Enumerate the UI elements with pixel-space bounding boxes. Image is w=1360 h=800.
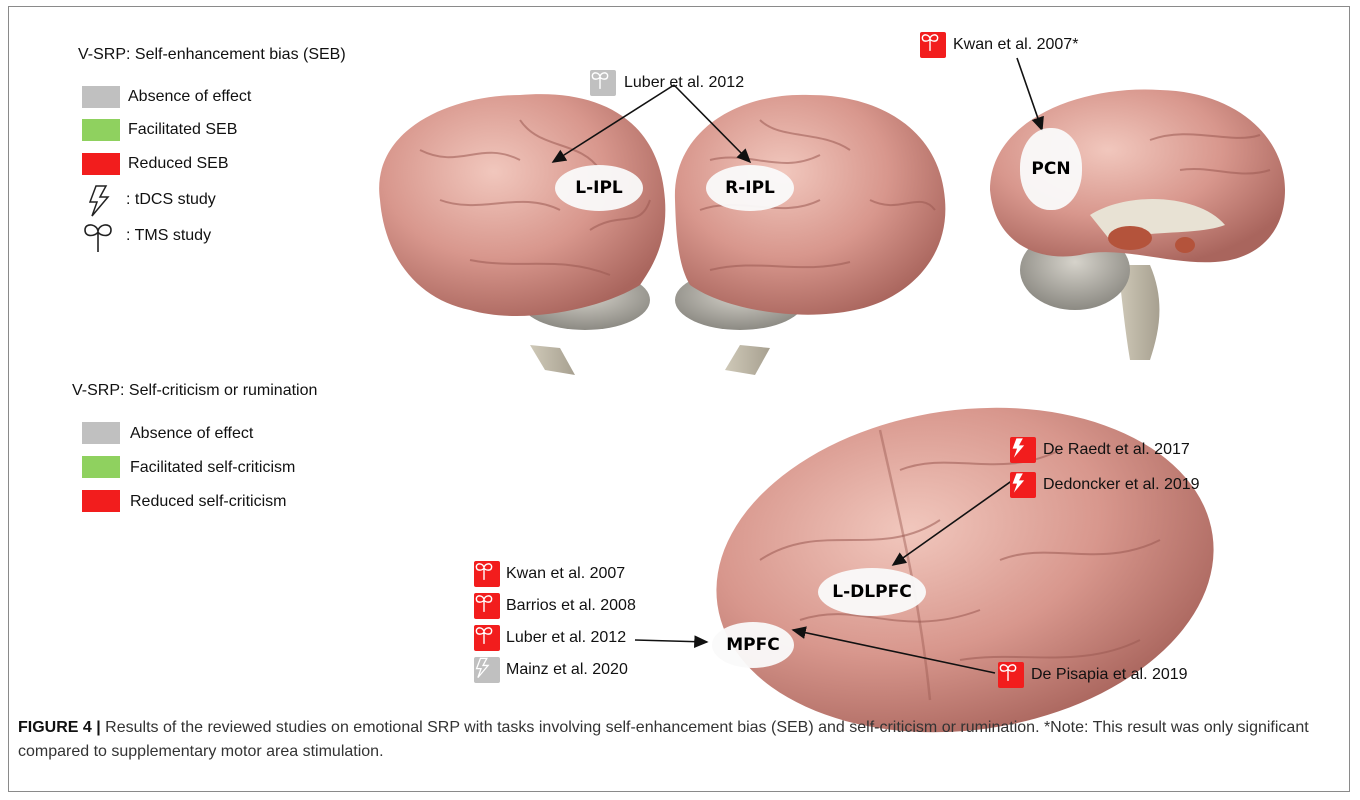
brain-medial (990, 90, 1285, 360)
study-label-mainz: Mainz et al. 2020 (506, 661, 628, 679)
study-badge-kwan-pcn (920, 32, 946, 58)
legend-tms-label: : TMS study (126, 227, 211, 245)
tms-coil-icon (590, 70, 610, 90)
legend-crit-title: V-SRP: Self-criticism or rumination (72, 382, 317, 400)
legend-seb-swatch-reduced (82, 153, 120, 175)
brain-right-lateral (675, 95, 945, 375)
study-badge-dedoncker (1010, 472, 1036, 498)
legend-crit-swatch-reduced (82, 490, 120, 512)
tms-coil-icon (474, 625, 494, 645)
legend-tdcs-label: : tDCS study (126, 191, 216, 209)
study-label-dedoncker: Dedoncker et al. 2019 (1043, 476, 1200, 494)
legend-crit-swatch-absence (82, 422, 120, 444)
tms-coil-icon (998, 662, 1018, 682)
region-r-ipl: R-IPL (706, 165, 794, 211)
legend-crit-label-facilitated: Facilitated self-criticism (130, 459, 295, 477)
study-badge-mainz (474, 657, 500, 683)
region-l-ipl: L-IPL (555, 165, 643, 211)
region-mpfc: MPFC (712, 622, 794, 668)
study-label-luber-ipl: Luber et al. 2012 (624, 74, 744, 92)
legend-crit-label-absence: Absence of effect (130, 425, 253, 443)
tms-coil-icon (474, 593, 494, 613)
legend-seb-swatch-absence (82, 86, 120, 108)
study-badge-de-raedt (1010, 437, 1036, 463)
lightning-icon (1010, 437, 1028, 459)
study-badge-luber-ipl (590, 70, 616, 96)
legend-seb-swatch-facilitated (82, 119, 120, 141)
study-label-de-raedt: De Raedt et al. 2017 (1043, 441, 1190, 459)
legend-seb-label-facilitated: Facilitated SEB (128, 121, 237, 139)
legend-crit-swatch-facilitated (82, 456, 120, 478)
figure-caption: FIGURE 4 | Results of the reviewed studi… (18, 716, 1328, 764)
region-pcn: PCN (1020, 128, 1082, 210)
study-label-kwan-mpfc: Kwan et al. 2007 (506, 565, 625, 583)
study-badge-luber-mpfc (474, 625, 500, 651)
tms-coil-icon (82, 220, 114, 254)
legend-crit-label-reduced: Reduced self-criticism (130, 493, 286, 511)
caption-text: Results of the reviewed studies on emoti… (18, 719, 1309, 760)
region-l-dlpfc: L-DLPFC (818, 568, 926, 616)
brain-frontal (695, 377, 1235, 763)
study-label-luber-mpfc: Luber et al. 2012 (506, 629, 626, 647)
study-label-barrios: Barrios et al. 2008 (506, 597, 636, 615)
legend-seb-title: V-SRP: Self-enhancement bias (SEB) (78, 46, 346, 64)
study-label-kwan-pcn: Kwan et al. 2007* (953, 36, 1078, 54)
study-label-de-pisapia: De Pisapia et al. 2019 (1031, 666, 1188, 684)
study-badge-barrios (474, 593, 500, 619)
legend-seb-label-reduced: Reduced SEB (128, 155, 229, 173)
caption-label: FIGURE 4 | (18, 719, 101, 736)
tms-coil-icon (474, 561, 494, 581)
study-badge-de-pisapia (998, 662, 1024, 688)
lightning-icon (86, 184, 114, 218)
lightning-icon (1010, 472, 1028, 494)
legend-seb-label-absence: Absence of effect (128, 88, 251, 106)
brain-left-lateral (379, 94, 665, 375)
lightning-icon (474, 657, 492, 679)
tms-coil-icon (920, 32, 940, 52)
study-badge-kwan-mpfc (474, 561, 500, 587)
